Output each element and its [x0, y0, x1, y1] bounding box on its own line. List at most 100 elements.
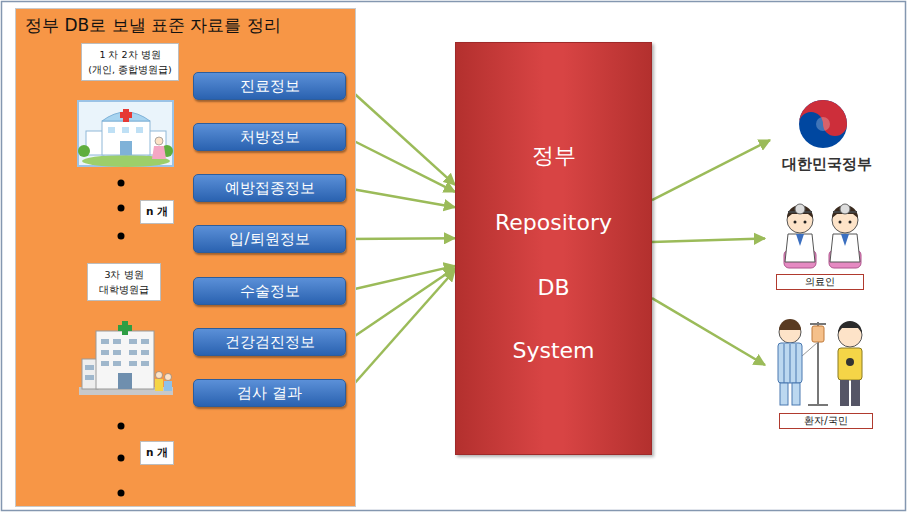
university-hospital-picture [79, 321, 173, 395]
university-hospital-picture [164, 381, 172, 391]
node-text: n 개 [146, 205, 168, 219]
university-hospital-picture [155, 379, 163, 391]
ellipsis-dots [118, 205, 125, 212]
patient-figures [802, 342, 818, 356]
repository-box: 정부 RepositoryDB System [455, 42, 652, 455]
flow-arrow [346, 237, 455, 240]
patient-figures [840, 380, 849, 406]
practitioner-node: 의료인 [765, 200, 873, 296]
citizen-node: 환자/국민 [765, 310, 875, 435]
doctor-figures [794, 221, 797, 224]
clinic-picture [102, 121, 150, 155]
clinic-picture [120, 141, 132, 155]
university-hospital-picture [113, 361, 121, 366]
patient-figures [796, 344, 797, 383]
university-hospital-picture [129, 361, 137, 366]
flow-arrow [346, 86, 455, 185]
clinic-picture [78, 145, 90, 157]
ellipsis-dots [118, 233, 125, 240]
university-hospital-picture [113, 339, 121, 344]
clinic-picture [122, 127, 129, 133]
patient-figures [838, 348, 862, 380]
university-hospital-picture [118, 325, 132, 331]
flow-arrow [652, 238, 765, 241]
clinic-picture [120, 112, 132, 118]
patient-figures [778, 319, 862, 406]
university-hospital-picture [101, 350, 109, 355]
university-hospital-picture [101, 361, 109, 366]
government-node: 대한민국정부 [770, 95, 884, 180]
flow-arrow [346, 137, 455, 192]
patient-figures [779, 319, 801, 330]
node-text: DB [456, 273, 651, 303]
clinic-picture [152, 146, 166, 159]
node-text: 수술정보 [240, 282, 300, 301]
university-hospital-picture [85, 365, 94, 370]
doctor-figures [841, 234, 849, 246]
government-logo [799, 100, 847, 148]
flow-arrow [652, 140, 770, 200]
node-text: 예방접종정보 [225, 179, 315, 198]
government-logo [816, 117, 830, 131]
node-text: 정부 [456, 141, 651, 171]
doctor-figures [795, 204, 805, 214]
university-hospital-picture [165, 374, 172, 381]
source-panel: 정부 DB로 보낼 표준 자료를 정리 1 차 2차 병원 (개인, 종합병원급)… [15, 8, 356, 507]
ellipsis-dots [118, 423, 125, 430]
patient-figures [808, 404, 828, 406]
patient-figures [780, 383, 788, 405]
university-hospital-picture [129, 350, 137, 355]
university-hospital-picture [101, 339, 109, 344]
clinic-picture [108, 127, 115, 133]
university-hospital-picture [156, 372, 163, 379]
ellipsis-dots [118, 455, 125, 462]
doctor-figures [785, 234, 815, 262]
patient-figures [778, 343, 802, 383]
clinic-picture [155, 137, 163, 145]
info-button: 수술정보 [193, 277, 346, 305]
doctor-figures [804, 221, 807, 224]
node-text: Repository [456, 208, 651, 238]
ellipsis-dots [118, 180, 125, 497]
info-button: 처방정보 [193, 123, 346, 151]
patient-figures [792, 383, 800, 405]
university-hospital-picture [129, 339, 137, 344]
node-text: 환자/국민 [779, 413, 873, 429]
node-text: System [456, 336, 651, 366]
node-text: 진료정보 [240, 77, 300, 96]
node-text: 건강검진정보 [225, 333, 315, 352]
doctor-figures [784, 204, 861, 268]
patient-figures [846, 358, 854, 366]
ellipsis-dots [118, 490, 125, 497]
node-text: 1 차 2차 병원 (개인, 종합병원급) [86, 47, 174, 77]
doctor-figures [840, 204, 850, 214]
node-text: 의료인 [776, 274, 864, 290]
flow-arrow [346, 188, 455, 207]
ellipsis-dots [118, 180, 125, 187]
university-hospital-picture [85, 375, 94, 380]
doctor-figures [830, 234, 860, 262]
flow-arrow [652, 298, 765, 365]
hospital-label: 1 차 2차 병원 (개인, 종합병원급) [81, 43, 179, 81]
doctor-figures [796, 234, 804, 246]
clinic-picture [78, 101, 173, 167]
doctor-figures [839, 221, 842, 224]
node-text: 3차 병원 대학병원급 [92, 267, 156, 297]
node-text: 정부 DB로 보낼 표준 자료를 정리 [25, 14, 355, 37]
count-box: n 개 [140, 200, 174, 224]
info-button: 입/퇴원정보 [193, 225, 346, 253]
node-text: 입/퇴원정보 [229, 230, 309, 249]
node-text: 검사 결과 [237, 384, 302, 403]
university-hospital-picture [85, 339, 149, 380]
count-box: n 개 [140, 441, 174, 465]
node-text: 대한민국정부 [770, 155, 884, 174]
hospital-label: 3차 병원 대학병원급 [87, 263, 161, 301]
patient-figures [790, 344, 791, 383]
doctor-figures [787, 205, 813, 218]
patient-figures [810, 323, 826, 325]
government-logo [799, 100, 847, 136]
patient-figures [838, 321, 862, 333]
